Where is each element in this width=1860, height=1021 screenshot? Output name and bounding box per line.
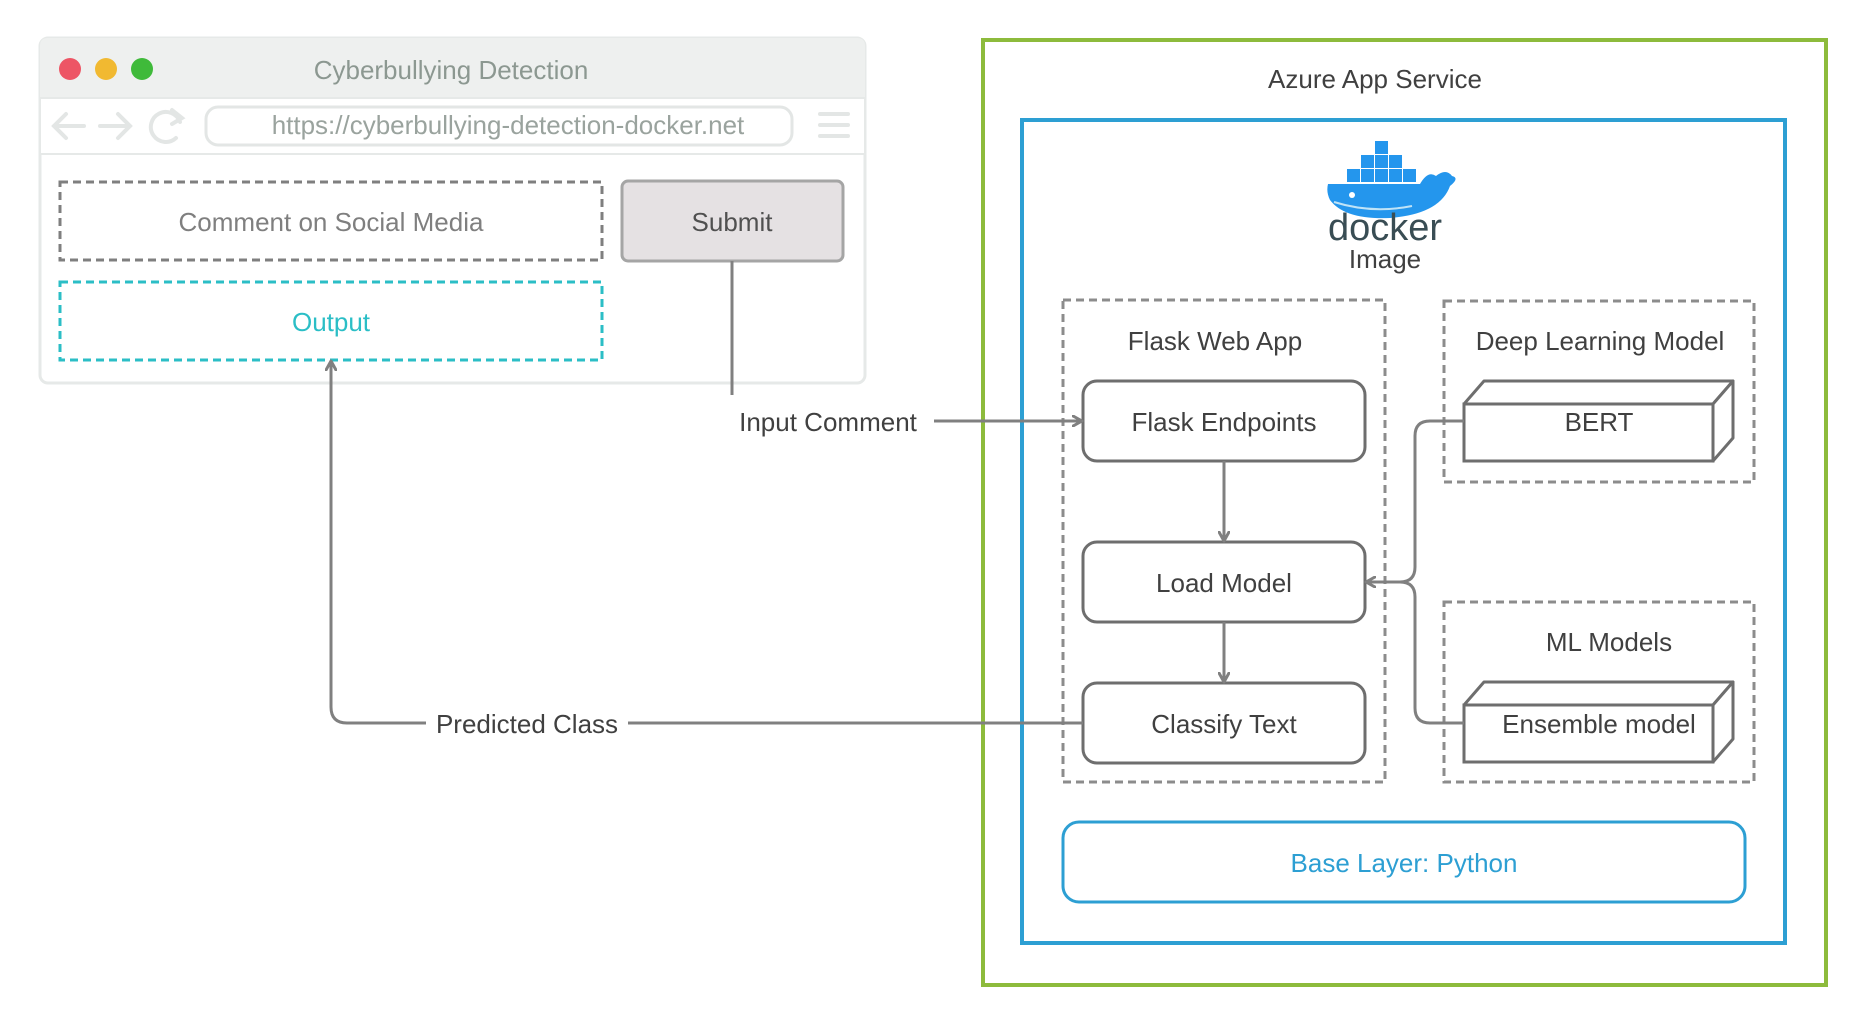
forward-arrow-icon[interactable] xyxy=(98,112,133,140)
browser-window: Cyberbullying Detection https://cyberbul… xyxy=(38,36,867,385)
close-dot-icon[interactable] xyxy=(59,58,81,80)
flask-web-app-group xyxy=(1061,298,1387,784)
menu-icon[interactable] xyxy=(818,112,850,138)
predicted-class-arrow xyxy=(331,362,426,725)
docker-wordmark: docker xyxy=(1328,207,1442,249)
output-label: Output xyxy=(292,307,371,337)
comment-placeholder: Comment on Social Media xyxy=(179,207,484,237)
bert-to-load-arrow xyxy=(1367,419,1464,582)
back-arrow-icon[interactable] xyxy=(51,112,86,140)
flask-endpoints-label: Flask Endpoints xyxy=(1132,407,1317,437)
input-comment-label: Input Comment xyxy=(739,407,918,437)
load-model-label: Load Model xyxy=(1156,568,1292,598)
reload-icon[interactable] xyxy=(148,108,186,144)
ensemble-to-load-connector xyxy=(1399,580,1464,725)
docker-caption: Image xyxy=(1349,244,1421,274)
deep-learning-model-group xyxy=(1442,299,1756,484)
bert-node xyxy=(1462,379,1735,463)
deep-learning-title: Deep Learning Model xyxy=(1476,326,1725,356)
url-bar[interactable] xyxy=(204,105,794,147)
ml-models-group xyxy=(1442,600,1756,784)
bert-label: BERT xyxy=(1565,407,1634,437)
browser-title: Cyberbullying Detection xyxy=(314,55,589,85)
flask-title: Flask Web App xyxy=(1128,326,1302,356)
azure-title: Azure App Service xyxy=(1268,64,1482,94)
submit-label: Submit xyxy=(692,207,774,237)
azure-app-service-container xyxy=(981,38,1828,987)
docker-whale-icon xyxy=(1327,141,1456,219)
base-layer-python xyxy=(1061,820,1747,904)
predicted-class-label: Predicted Class xyxy=(436,709,618,739)
ensemble-model-node xyxy=(1462,680,1735,764)
classify-text-label: Classify Text xyxy=(1151,709,1297,739)
docker-image-container xyxy=(1020,118,1787,945)
maximize-dot-icon[interactable] xyxy=(131,58,153,80)
ensemble-model-label: Ensemble model xyxy=(1502,709,1696,739)
comment-input[interactable] xyxy=(58,180,604,262)
url-text: https://cyberbullying-detection-docker.n… xyxy=(272,110,745,140)
ml-models-title: ML Models xyxy=(1546,627,1672,657)
base-layer-label: Base Layer: Python xyxy=(1291,848,1518,878)
minimize-dot-icon[interactable] xyxy=(95,58,117,80)
